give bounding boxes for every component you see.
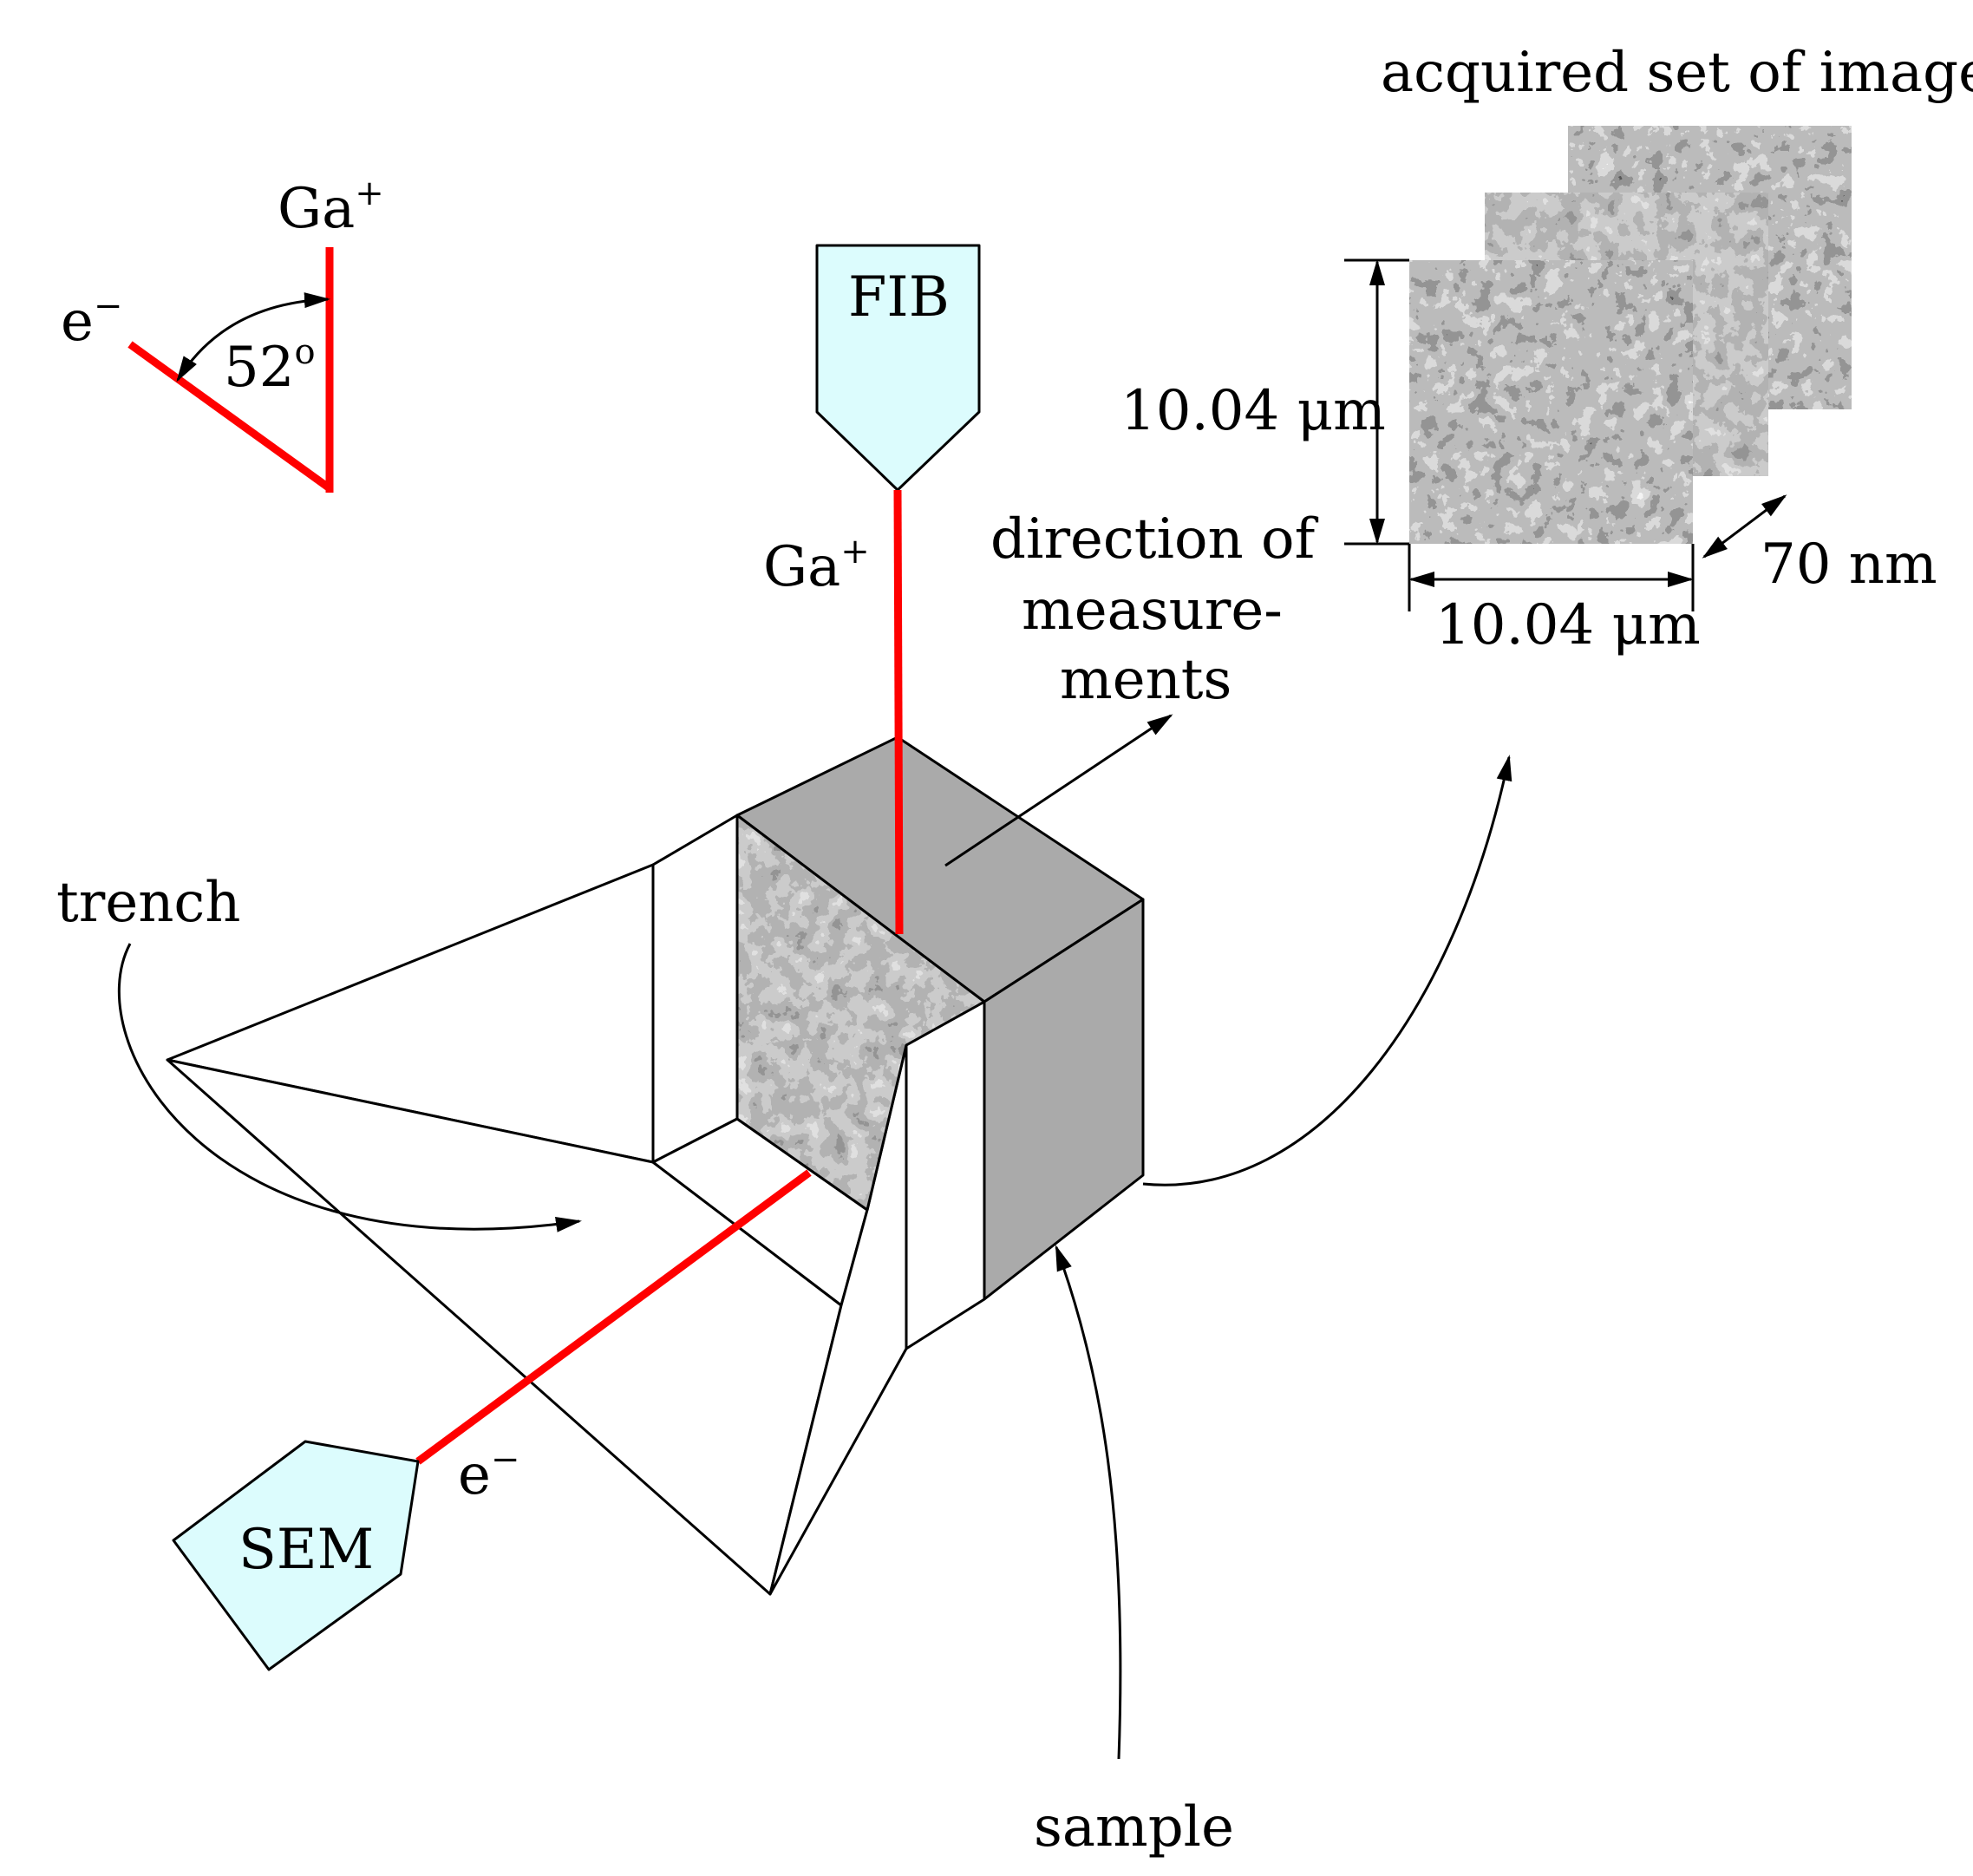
sample-right-face [983,898,1145,1301]
ga-plus-beam-label: Ga+ [763,532,870,599]
sem-label: SEM [238,1518,374,1582]
trench-arrow [117,943,582,1232]
sample-annotation: sample [1034,1245,1234,1860]
depth-dim-label: 70 nm [1761,533,1937,597]
trench-wall-left [651,814,739,1164]
trench-label: trench [56,871,240,935]
direction-label-line1: direction of [990,507,1319,572]
e-minus-beam-label: e− [458,1440,519,1507]
sample-arrow [1055,1245,1122,1760]
trench [166,814,986,1596]
angle-inset: Ga+ e− 52o [61,173,384,493]
direction-label-line3: ments [1060,648,1231,712]
ga-plus-label-inset: Ga+ [278,173,384,241]
fib-instrument: FIB Ga+ [763,244,981,599]
acquired-images-label: acquired set of images [1381,41,1973,105]
angle-label: 52o [224,332,316,400]
fib-ion-beam [893,489,904,935]
acquired-images: acquired set of images 10.04 μm 10.04 μm… [1120,41,1973,657]
sem-column-shape [172,1440,420,1671]
image-stack-front [1409,260,1693,544]
direction-label-line2: measure- [1022,578,1283,643]
trench-wall-right [905,1000,986,1350]
e-minus-label-inset: e− [61,286,122,354]
cross-section-outline [735,814,986,1212]
width-dim-label: 10.04 μm [1435,593,1701,657]
sample-label: sample [1034,1795,1234,1860]
angle-arc-arrow [176,292,330,382]
direction-arrow [944,714,1173,867]
fib-column-shape [815,244,981,492]
depth-dim-arrow [1702,494,1787,559]
electron-beam-direction-line [127,341,332,492]
height-dim-label: 10.04 μm [1120,379,1386,443]
trench-annotation: trench [56,871,582,1232]
direction-annotation: direction of measure- ments [944,507,1319,867]
sem-electron-beam [415,1169,812,1465]
output-arrow [1142,755,1512,1186]
sem-instrument: SEM e− [172,1440,519,1671]
fib-label: FIB [848,265,950,330]
